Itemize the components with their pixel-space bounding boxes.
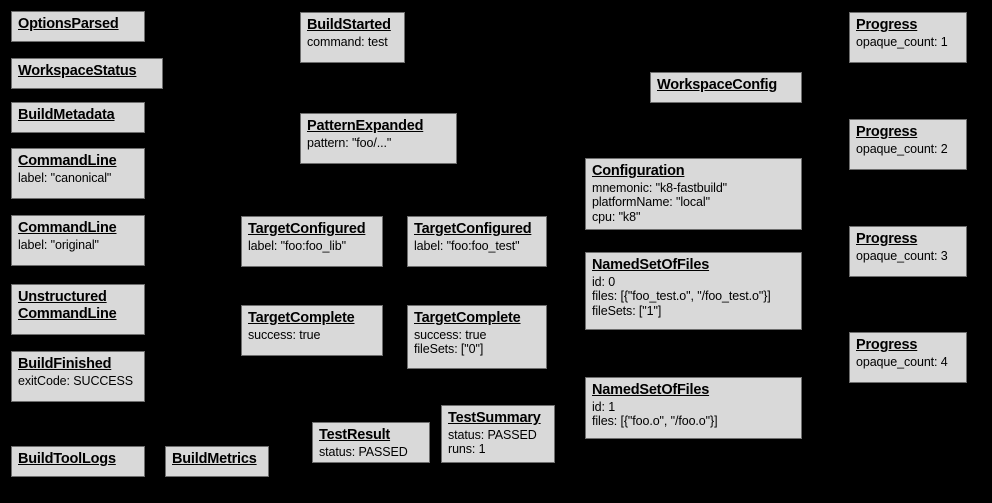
event-node-title: TargetComplete <box>248 310 355 326</box>
event-node-field: status: PASSED <box>448 427 537 442</box>
event-node-field: mnemonic: "k8-fastbuild" <box>592 180 728 195</box>
event-node-title: NamedSetOfFiles <box>592 257 710 273</box>
event-node-fields: exitCode: SUCCESS <box>18 374 138 389</box>
event-node-title: TargetConfigured <box>414 221 532 237</box>
event-node-field: runs: 1 <box>448 442 486 457</box>
event-node-options-parsed[interactable]: OptionsParsed <box>11 11 145 42</box>
event-node-field: command: test <box>307 34 388 49</box>
event-node-title: Progress <box>856 17 918 33</box>
event-node-title: TargetConfigured <box>248 221 366 237</box>
event-node-title: BuildMetrics <box>172 451 257 467</box>
event-node-fields: opaque_count: 4 <box>856 355 960 370</box>
event-node-field: fileSets: ["0"] <box>414 342 484 357</box>
event-node-title: Progress <box>856 231 918 247</box>
event-node-fields: label: "original" <box>18 238 138 253</box>
event-node-title: NamedSetOfFiles <box>592 382 710 398</box>
event-node-field: label: "foo:foo_lib" <box>248 238 346 253</box>
event-node-fields: success: true <box>248 328 376 343</box>
event-node-field: platformName: "local" <box>592 195 710 210</box>
event-node-fields: label: "canonical" <box>18 171 138 186</box>
event-node-title: OptionsParsed <box>18 16 119 32</box>
event-node-fields: label: "foo:foo_lib" <box>248 239 376 254</box>
event-node-field: success: true <box>414 327 487 342</box>
event-node-workspace-config[interactable]: WorkspaceConfig <box>650 72 802 103</box>
event-node-title: BuildFinished <box>18 356 112 372</box>
event-node-field: label: "original" <box>18 237 99 252</box>
event-node-field: files: [{"foo.o", "/foo.o"}] <box>592 414 718 429</box>
event-node-field: cpu: "k8" <box>592 209 641 224</box>
event-node-fields: label: "foo:foo_test" <box>414 239 540 254</box>
event-node-field: opaque_count: 1 <box>856 34 948 49</box>
event-node-title: Progress <box>856 124 918 140</box>
event-node-field: success: true <box>248 327 321 342</box>
event-node-title: TestResult <box>319 427 391 443</box>
event-node-field: pattern: "foo/..." <box>307 135 392 150</box>
event-node-title: WorkspaceConfig <box>657 77 778 93</box>
event-node-title: Configuration <box>592 163 685 179</box>
event-node-fields: opaque_count: 2 <box>856 142 960 157</box>
event-node-field: fileSets: ["1"] <box>592 303 662 318</box>
event-node-field: label: "foo:foo_test" <box>414 238 520 253</box>
event-node-field: opaque_count: 2 <box>856 141 948 156</box>
event-node-fields: mnemonic: "k8-fastbuild"platformName: "l… <box>592 181 795 225</box>
event-node-title: Progress <box>856 337 918 353</box>
event-node-title: TargetComplete <box>414 310 521 326</box>
event-node-field: id: 1 <box>592 399 616 414</box>
event-node-title: BuildMetadata <box>18 107 115 123</box>
event-node-title: PatternExpanded <box>307 118 424 134</box>
event-node-build-tool-logs[interactable]: BuildToolLogs <box>11 446 145 477</box>
event-node-field: files: [{"foo_test.o", "/foo_test.o"}] <box>592 289 771 304</box>
event-node-fields: status: PASSED <box>319 445 423 460</box>
event-node-fields: opaque_count: 3 <box>856 249 960 264</box>
event-node-build-metrics[interactable]: BuildMetrics <box>165 446 269 477</box>
event-node-unstructured-command-line[interactable]: Unstructured CommandLine <box>11 284 145 335</box>
event-node-field: status: PASSED <box>319 444 408 459</box>
event-node-title: BuildStarted <box>307 17 391 33</box>
event-node-field: opaque_count: 4 <box>856 354 948 369</box>
event-node-title: CommandLine <box>18 153 117 169</box>
event-node-field: label: "canonical" <box>18 170 112 185</box>
event-node-title: TestSummary <box>448 410 541 426</box>
event-node-title: BuildToolLogs <box>18 451 116 467</box>
event-node-field: opaque_count: 3 <box>856 248 948 263</box>
event-node-fields: opaque_count: 1 <box>856 35 960 50</box>
event-node-field: exitCode: SUCCESS <box>18 373 134 388</box>
event-node-fields: command: test <box>307 35 398 50</box>
event-node-workspace-status[interactable]: WorkspaceStatus <box>11 58 163 89</box>
event-node-field: id: 0 <box>592 274 616 289</box>
event-node-title: Unstructured CommandLine <box>18 289 117 322</box>
event-node-title: CommandLine <box>18 220 117 236</box>
event-node-title: WorkspaceStatus <box>18 63 137 79</box>
event-node-build-metadata[interactable]: BuildMetadata <box>11 102 145 133</box>
event-node-fields: pattern: "foo/..." <box>307 136 450 151</box>
